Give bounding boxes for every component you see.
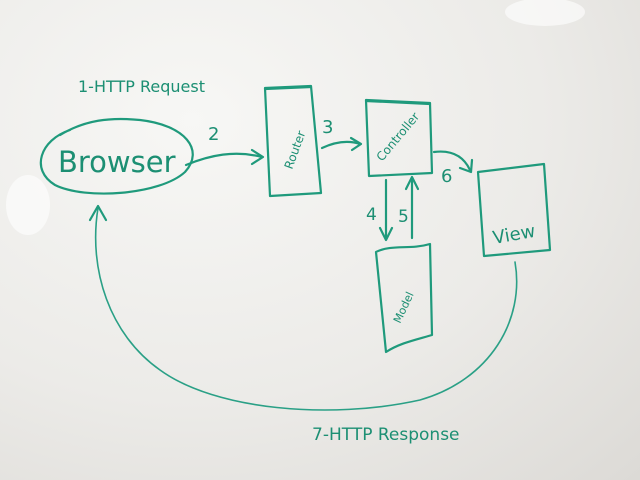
arrow-head-7 [88, 204, 108, 222]
board-glare-left [6, 175, 50, 235]
arrow-head-5 [404, 175, 420, 191]
browser-label: Browser [58, 145, 176, 179]
arrow-head-2 [250, 148, 265, 166]
view-node [476, 162, 552, 258]
step-6-label: 6 [441, 166, 452, 187]
step-4-label: 4 [366, 205, 377, 225]
controller-label: Controller [374, 110, 423, 164]
controller-top-edge [364, 99, 432, 106]
step-1-label: 1-HTTP Request [78, 77, 205, 96]
arrow-head-3 [349, 136, 363, 152]
model-node [374, 242, 434, 354]
browser-node [39, 117, 194, 195]
router-top-edge [263, 85, 313, 91]
model-label: Model [391, 290, 417, 325]
board-glare-top [505, 0, 585, 26]
step-2-label: 2 [208, 124, 219, 145]
arrow-head-6 [458, 158, 474, 174]
arrow-router-to-controller [320, 140, 362, 150]
step-3-label: 3 [322, 117, 333, 138]
arrow-controller-to-view [432, 150, 472, 172]
router-label: Router [282, 129, 309, 171]
arrow-head-4 [378, 226, 394, 242]
arrow-browser-to-router [184, 152, 264, 167]
arrow-view-to-browser [94, 207, 518, 411]
step-7-label: 7-HTTP Response [312, 425, 460, 445]
step-5-label: 5 [398, 207, 409, 227]
view-label: View [491, 221, 537, 249]
